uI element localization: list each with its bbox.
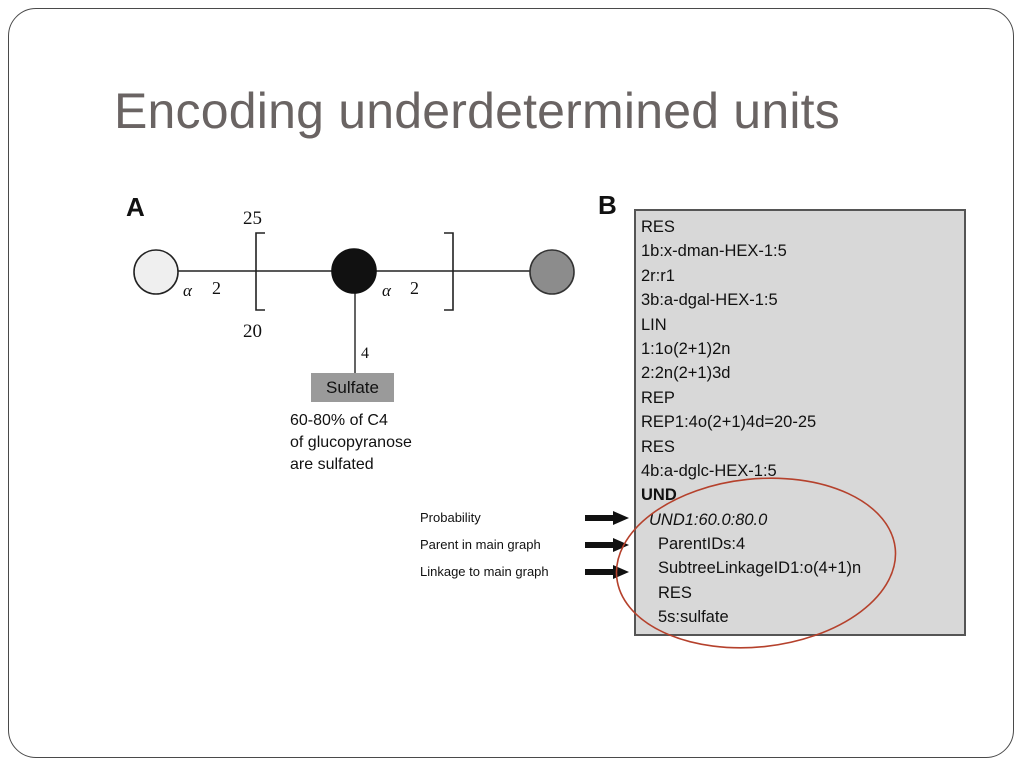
arrow-right-icon bbox=[585, 538, 629, 552]
code-line: 5s:sulfate bbox=[658, 608, 729, 627]
panel-a-label: A bbox=[126, 192, 145, 222]
left-residue-circle bbox=[133, 249, 179, 295]
code-line-lin: LIN bbox=[641, 315, 667, 334]
right-residue-circle bbox=[529, 249, 575, 295]
code-line: REP1:4o(2+1)4d=20-25 bbox=[641, 413, 817, 432]
sulfate-substituent-box: Sulfate bbox=[311, 373, 394, 402]
left-link-position: 2 bbox=[212, 278, 221, 298]
glycoct-code-panel: RES 1b:x-dman-HEX-1:5 2r:r1 3b:a-dgal-HE… bbox=[634, 209, 966, 636]
annotation-probability: Probability bbox=[420, 510, 481, 525]
code-line: 1:1o(2+1)2n bbox=[641, 339, 731, 358]
code-line: 3b:a-dgal-HEX-1:5 bbox=[641, 291, 778, 310]
annotation-linkage: Linkage to main graph bbox=[420, 564, 549, 579]
glycan-structure-diagram: 25 20 α 2 α 2 4 bbox=[133, 208, 575, 373]
code-line-probability: UND1:60.0:80.0 bbox=[649, 510, 768, 529]
repeat-bracket-left bbox=[255, 232, 265, 311]
slide-title: Encoding underdetermined units bbox=[114, 83, 840, 139]
annotation-parent: Parent in main graph bbox=[420, 537, 541, 552]
panel-b-label: B bbox=[598, 190, 617, 220]
caption-line: of glucopyranose bbox=[290, 434, 412, 452]
code-line: 2:2n(2+1)3d bbox=[641, 364, 731, 383]
right-link-alpha: α bbox=[382, 281, 392, 300]
sulfation-caption: 60-80% of C4 of glucopyranose are sulfat… bbox=[290, 410, 412, 476]
code-line-res: RES bbox=[658, 583, 692, 602]
right-link-position: 2 bbox=[410, 278, 419, 298]
arrow-right-icon bbox=[585, 565, 629, 579]
left-link-alpha: α bbox=[183, 281, 193, 300]
code-line-res: RES bbox=[641, 218, 675, 236]
code-line: 2r:r1 bbox=[641, 266, 675, 285]
repeat-upper-count: 25 bbox=[243, 208, 262, 229]
repeat-bracket-right bbox=[444, 232, 454, 311]
code-line: 1b:x-dman-HEX-1:5 bbox=[641, 242, 787, 261]
code-line-rep: REP bbox=[641, 388, 675, 407]
code-line-und: UND bbox=[641, 486, 677, 505]
caption-line: 60-80% of C4 bbox=[290, 412, 388, 429]
code-line-subtree-linkage: SubtreeLinkageID1:o(4+1)n bbox=[658, 559, 862, 578]
repeat-lower-count: 20 bbox=[243, 321, 262, 342]
code-line: 4b:a-dglc-HEX-1:5 bbox=[641, 461, 777, 480]
caption-line: are sulfated bbox=[290, 456, 374, 474]
code-line-parent-ids: ParentIDs:4 bbox=[658, 535, 746, 554]
center-residue-circle bbox=[331, 248, 377, 294]
code-line-res: RES bbox=[641, 437, 675, 456]
arrow-right-icon bbox=[585, 511, 629, 525]
branch-position-label: 4 bbox=[361, 345, 369, 362]
